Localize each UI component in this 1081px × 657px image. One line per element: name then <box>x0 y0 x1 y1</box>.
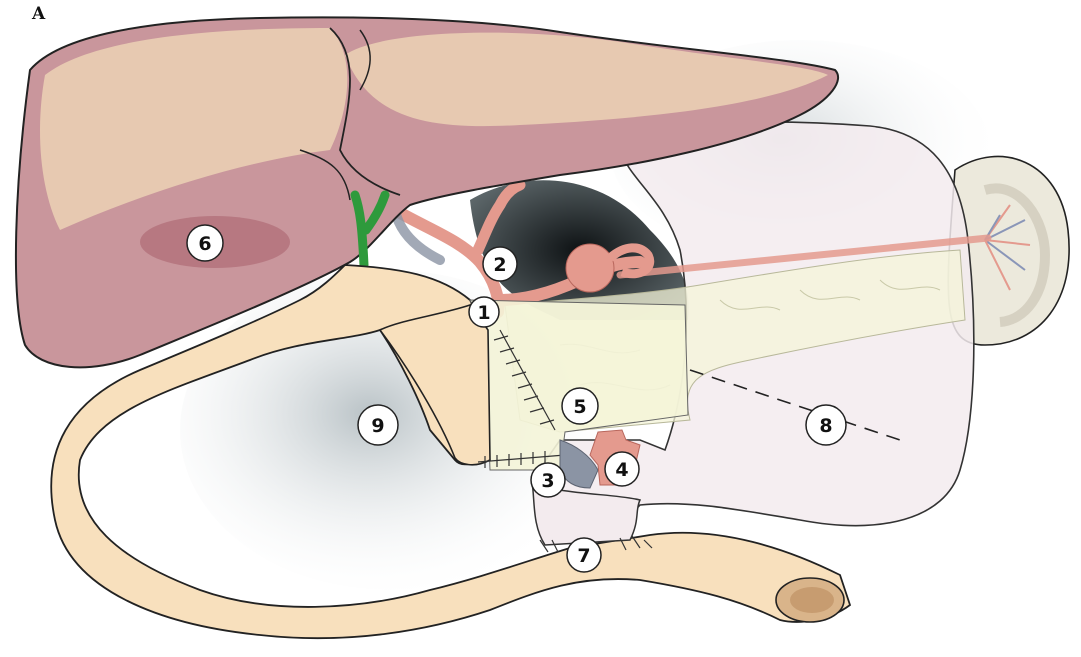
svg-text:1: 1 <box>477 302 490 324</box>
marker-1: 1 <box>469 297 499 327</box>
bowel-lumen-inner <box>790 587 834 613</box>
svg-text:5: 5 <box>573 396 586 418</box>
svg-text:2: 2 <box>493 254 506 276</box>
marker-5: 5 <box>562 388 598 424</box>
svg-text:7: 7 <box>577 545 590 567</box>
svg-text:4: 4 <box>615 459 628 481</box>
marker-8: 8 <box>806 405 846 445</box>
panel-label: A <box>32 4 45 24</box>
svg-text:3: 3 <box>541 470 554 492</box>
marker-2: 2 <box>483 247 517 281</box>
marker-3: 3 <box>531 463 565 497</box>
svg-text:9: 9 <box>371 415 384 437</box>
marker-9: 9 <box>358 405 398 445</box>
svg-text:8: 8 <box>819 415 832 437</box>
marker-6: 6 <box>187 225 223 261</box>
marker-4: 4 <box>605 452 639 486</box>
marker-7: 7 <box>567 538 601 572</box>
svg-text:6: 6 <box>198 233 211 255</box>
